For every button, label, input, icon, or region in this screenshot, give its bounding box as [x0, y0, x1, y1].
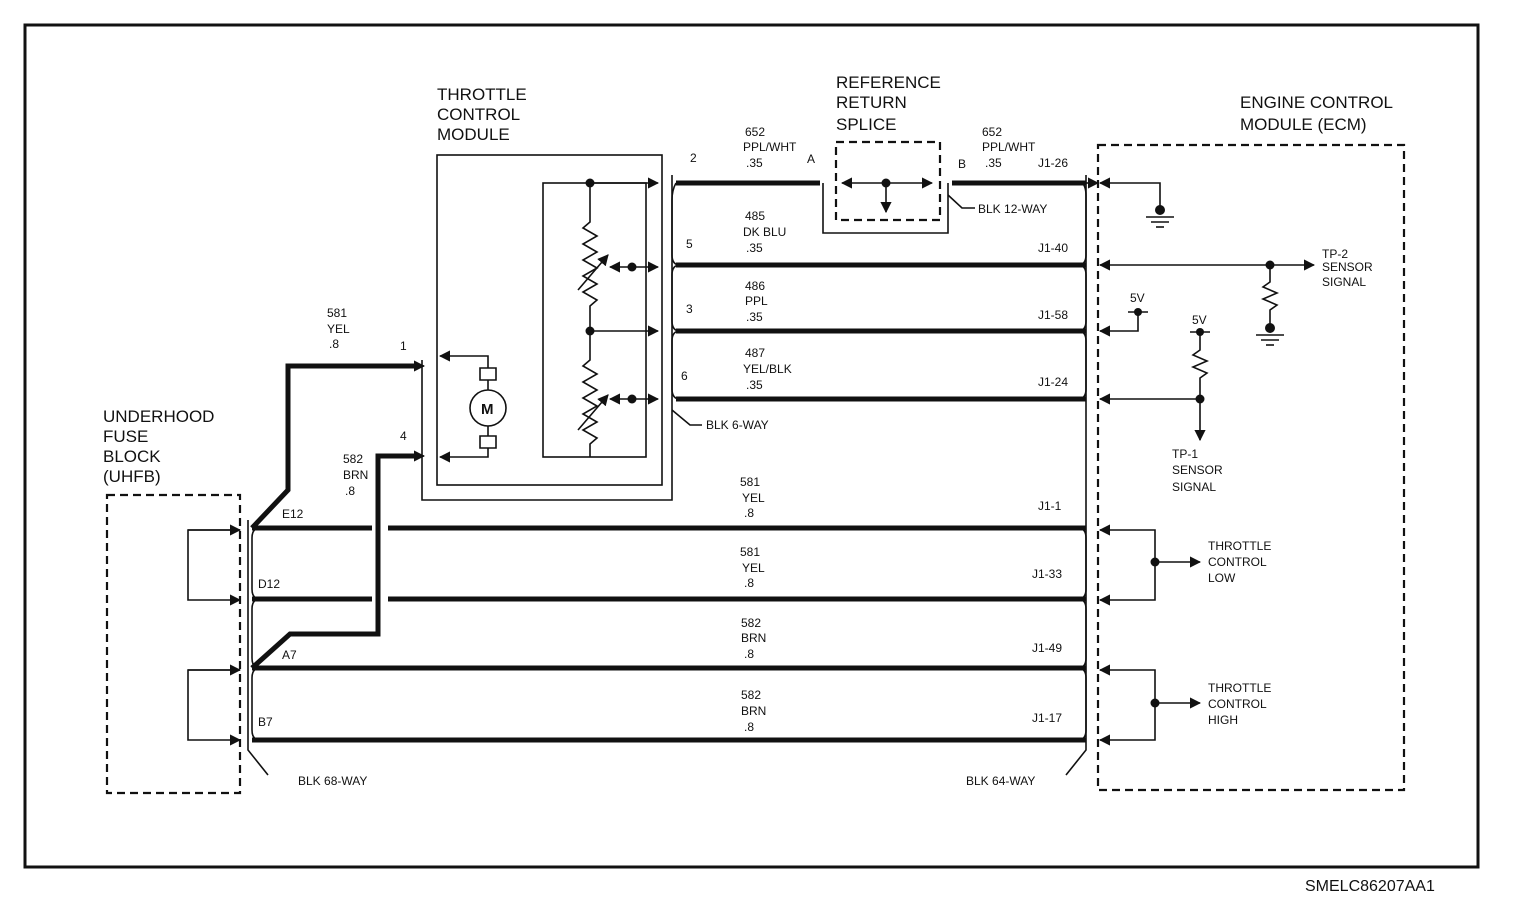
- tc-high-label-3: HIGH: [1208, 713, 1238, 727]
- splice-label-3: SPLICE: [836, 115, 896, 134]
- ecm-pin-j1-1: J1-1: [1038, 499, 1062, 513]
- engine-control-module: ENGINE CONTROL MODULE (ECM) TP-2 SENSOR …: [1096, 93, 1406, 792]
- w581-1-gauge: .8: [744, 506, 754, 520]
- tp1-label-3: SIGNAL: [1172, 480, 1216, 494]
- ecm-pin-j1-24: J1-24: [1038, 375, 1068, 389]
- ecm-label-2: MODULE (ECM): [1240, 115, 1367, 134]
- ecm-label-1: ENGINE CONTROL: [1240, 93, 1393, 112]
- uhfb-block: UNDERHOOD FUSE BLOCK (UHFB): [103, 407, 242, 795]
- w486-color: PPL: [745, 294, 768, 308]
- lower-wires: [251, 525, 1087, 743]
- w652a-gauge: .35: [746, 156, 763, 170]
- uhfb-label-2: FUSE: [103, 427, 148, 446]
- fuse-pin-b7: B7: [258, 715, 273, 729]
- uhfb-label-4: (UHFB): [103, 467, 161, 486]
- throttle-control-module: THROTTLE CONTROL MODULE M: [436, 85, 663, 486]
- w582-2-circuit: 582: [741, 688, 761, 702]
- c64-label: BLK 64-WAY: [966, 774, 1035, 788]
- tp2-label-3: SIGNAL: [1322, 275, 1366, 289]
- c6-connector-line: [421, 175, 673, 501]
- w582-tcm-gauge: .8: [345, 484, 355, 498]
- tcm-label-1: THROTTLE: [437, 85, 527, 104]
- w582-1-gauge: .8: [744, 647, 754, 661]
- w581-2-gauge: .8: [744, 576, 754, 590]
- fuse-pin-a7: A7: [282, 648, 297, 662]
- tc-high-label-2: CONTROL: [1208, 697, 1267, 711]
- w652a-circuit: 652: [745, 125, 765, 139]
- ecm-pin-j1-17: J1-17: [1032, 711, 1062, 725]
- tcm-pin-4: 4: [400, 429, 407, 443]
- c12-label: BLK 12-WAY: [978, 202, 1047, 216]
- reference-return-splice: REFERENCE RETURN SPLICE: [822, 73, 949, 234]
- w581-tcm-circuit: 581: [327, 306, 347, 320]
- ecm-pin-j1-40: J1-40: [1038, 241, 1068, 255]
- w581-tcm-color: YEL: [327, 322, 350, 336]
- motor-symbol: M: [481, 401, 494, 418]
- splice-pin-b: B: [958, 157, 966, 171]
- w581-2-color: YEL: [742, 561, 765, 575]
- tp2-label-2: SENSOR: [1322, 260, 1373, 274]
- tcm-power-wires: [250, 360, 426, 670]
- w652b-gauge: .35: [985, 156, 1002, 170]
- uhfb-label-1: UNDERHOOD: [103, 407, 214, 426]
- uhfb-label-3: BLOCK: [103, 447, 161, 466]
- w485-circuit: 485: [745, 209, 765, 223]
- c68-connector-line: [247, 520, 269, 776]
- w582-tcm-circuit: 582: [343, 452, 363, 466]
- tcm-pin-2: 2: [690, 151, 697, 165]
- w485-gauge: .35: [746, 241, 763, 255]
- fuse-pin-d12: D12: [258, 577, 280, 591]
- w582-1-circuit: 582: [741, 616, 761, 630]
- v5-label-a: 5V: [1130, 291, 1145, 305]
- tp1-label-2: SENSOR: [1172, 463, 1223, 477]
- tp1-label-1: TP-1: [1172, 447, 1198, 461]
- splice-label-2: RETURN: [836, 93, 907, 112]
- w581-tcm-gauge: .8: [329, 337, 339, 351]
- splice-pin-a: A: [807, 152, 815, 166]
- ecm-pin-j1-33: J1-33: [1032, 567, 1062, 581]
- figure-id: SMELC86207AA1: [1305, 878, 1435, 895]
- tcm-pin-3: 3: [686, 302, 693, 316]
- w486-gauge: .35: [746, 310, 763, 324]
- diagram-frame: [23, 23, 1480, 869]
- w652b-color: PPL/WHT: [982, 140, 1036, 154]
- w582-2-color: BRN: [741, 704, 766, 718]
- w582-tcm-color: BRN: [343, 468, 368, 482]
- tcm-pin-6: 6: [681, 369, 688, 383]
- w487-color: YEL/BLK: [743, 362, 792, 376]
- tc-low-label-1: THROTTLE: [1208, 539, 1271, 553]
- w652b-circuit: 652: [982, 125, 1002, 139]
- splice-label-1: REFERENCE: [836, 73, 941, 92]
- tcm-pin-5: 5: [686, 237, 693, 251]
- w582-1-color: BRN: [741, 631, 766, 645]
- tc-low-label-3: LOW: [1208, 571, 1236, 585]
- tp2-label-1: TP-2: [1322, 247, 1348, 261]
- w581-1-circuit: 581: [740, 475, 760, 489]
- v5-label-b: 5V: [1192, 313, 1207, 327]
- w582-2-gauge: .8: [744, 720, 754, 734]
- tcm-pin-1: 1: [400, 339, 407, 353]
- w581-1-color: YEL: [742, 491, 765, 505]
- ecm-pin-j1-26: J1-26: [1038, 156, 1068, 170]
- tc-low-label-2: CONTROL: [1208, 555, 1267, 569]
- ecm-pin-j1-49: J1-49: [1032, 641, 1062, 655]
- w581-2-circuit: 581: [740, 545, 760, 559]
- ecm-pin-j1-58: J1-58: [1038, 308, 1068, 322]
- w486-circuit: 486: [745, 279, 765, 293]
- w485-color: DK BLU: [743, 225, 786, 239]
- w487-circuit: 487: [745, 346, 765, 360]
- w652a-color: PPL/WHT: [743, 140, 797, 154]
- tcm-label-2: CONTROL: [437, 105, 520, 124]
- w487-gauge: .35: [746, 378, 763, 392]
- c68-label: BLK 68-WAY: [298, 774, 367, 788]
- fuse-pin-e12: E12: [282, 507, 304, 521]
- c6-label: BLK 6-WAY: [706, 418, 769, 432]
- upper-wires: [671, 177, 1100, 402]
- tc-high-label-1: THROTTLE: [1208, 681, 1271, 695]
- tcm-label-3: MODULE: [437, 125, 510, 144]
